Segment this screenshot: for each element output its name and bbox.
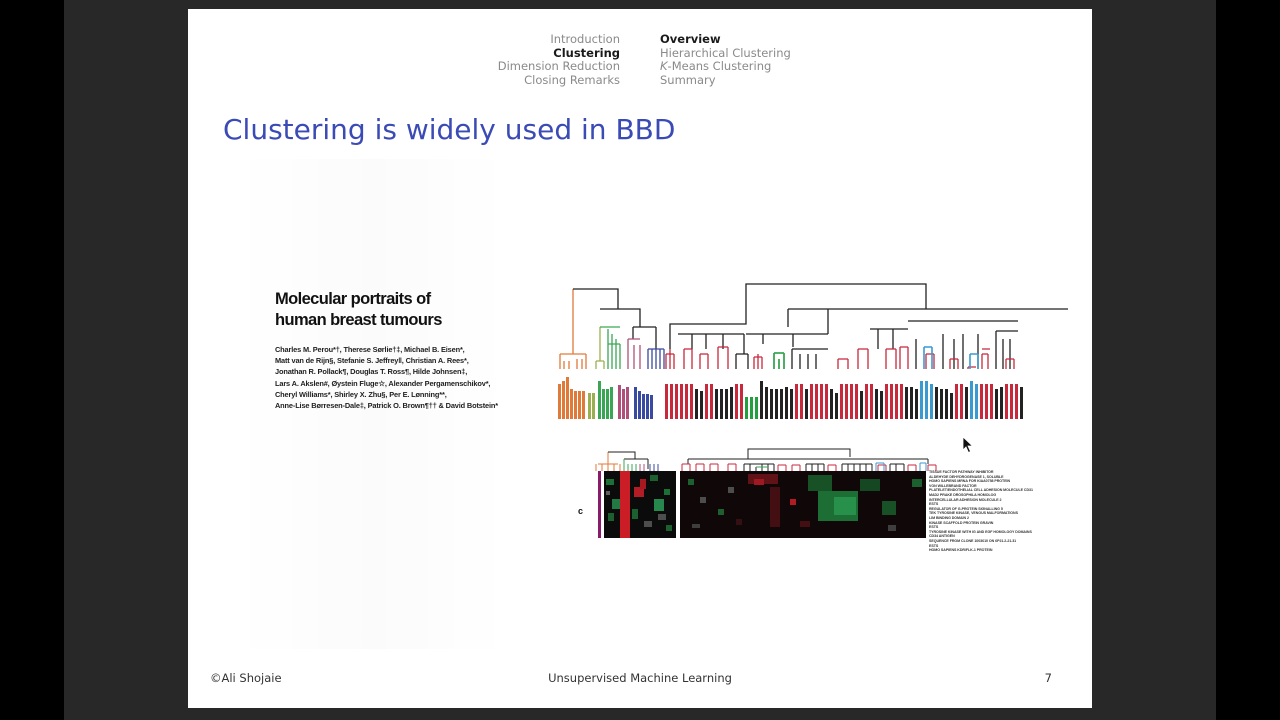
- gene-label: MAD2 PRAKE DROSOPHILA HOMOLOG: [929, 492, 997, 497]
- section-nav: Introduction Clustering Dimension Reduct…: [497, 32, 620, 87]
- heatmap-dendrogram: [595, 448, 937, 471]
- gene-label: CD34 ANTIGEN: [929, 534, 955, 539]
- gene-label: KINASE SCAFFOLD PROTEIN GRAVIN: [929, 520, 994, 525]
- author-line: Cheryl Williams*, Shirley X. Zhu§, Per E…: [275, 389, 447, 399]
- nav-section-clustering[interactable]: Clustering: [553, 45, 620, 60]
- gene-label: ALDEHYDE DEHYDROGENASE 1, SOLUBLE: [929, 474, 1004, 479]
- gene-label: ESTS: [929, 525, 939, 530]
- paper-background: [238, 159, 508, 649]
- top-dendrogram: [559, 283, 1068, 369]
- nav-subsection-k-means[interactable]: K-Means Clustering: [660, 59, 791, 74]
- gene-label: LIM BINDING DOMAIN 2: [929, 515, 969, 520]
- author-line: Lars A. Akslen#, Øystein Fluge☆, Alexand…: [275, 378, 491, 388]
- nav-subsection-hierarchical-clustering[interactable]: Hierarchical Clustering: [660, 45, 791, 60]
- nav-section-introduction[interactable]: Introduction: [550, 32, 620, 46]
- mouse-cursor-icon: [962, 436, 974, 454]
- slide: Introduction Clustering Dimension Reduct…: [188, 9, 1092, 708]
- gene-labels: TISSUE FACTOR PATHWAY INHIBITOR ALDEHYDE…: [929, 470, 1049, 553]
- gene-label: VON WILLEBRAND FACTOR: [929, 483, 977, 488]
- heatmap: [598, 471, 926, 538]
- slide-title: Clustering is widely used in BBD: [223, 113, 676, 146]
- nav-section-dimension-reduction[interactable]: Dimension Reduction: [497, 59, 620, 73]
- sample-labels: [558, 377, 1023, 419]
- gene-label: INTERCELLULAR ADHESION MOLECULE 2: [929, 497, 1002, 502]
- paper-excerpt: Molecular portraits of human breast tumo…: [238, 159, 1038, 649]
- footer-page-number: 7: [1044, 671, 1052, 685]
- dendrogram-heatmap-figure: [558, 283, 1068, 538]
- subsection-nav: Overview Hierarchical Clustering K-Means…: [660, 32, 791, 87]
- figure-panel-label: c: [578, 506, 584, 516]
- gene-label: SEQUENCE FROM CLONE 1003610 ON 6P21.2-21…: [929, 538, 1017, 543]
- gene-label: TEK TYROSINE KINASE, VENOUS MALFORMATION…: [929, 511, 1018, 516]
- nav-subsection-summary[interactable]: Summary: [660, 72, 716, 87]
- gene-label: ESTS: [929, 502, 939, 507]
- k-means-label: -Means Clustering: [667, 59, 772, 73]
- author-line: Matt van de Rijn§, Stefanie S. Jeffrey‖,…: [275, 356, 469, 366]
- nav-subsection-overview[interactable]: Overview: [660, 32, 721, 46]
- cluster-bar: [598, 471, 601, 538]
- gene-label: REGULATOR OF G-PROTEIN SIGNALLING 5: [929, 506, 1003, 511]
- gene-label: HOMO SAPIENS MRNA FOR KIAA0758 PROTEIN: [929, 479, 1011, 484]
- paper-title-line2: human breast tumours: [275, 311, 442, 329]
- author-line: Charles M. Perou*†, Therese Sørlie†‡, Mi…: [275, 345, 465, 354]
- gene-label: TYROSINE KINASE WITH IG AND EGF HOMOLOGY…: [929, 529, 1032, 534]
- gene-label: PLATELET/ENDOTHELIAL CELL ADHESION MOLEC…: [929, 488, 1033, 493]
- gene-label: HOMO SAPIENS KDR/FLK-1 PROTEIN: [929, 548, 993, 553]
- gene-label: TISSUE FACTOR PATHWAY INHIBITOR: [929, 470, 994, 474]
- author-line: Jonathan R. Pollack¶, Douglas T. Ross¶, …: [275, 367, 468, 377]
- author-line: Anne-Lise Børresen-Dale‡, Patrick O. Bro…: [275, 401, 499, 411]
- paper-authors: Charles M. Perou*†, Therese Sørlie†‡, Mi…: [275, 344, 555, 411]
- footer-course-title: Unsupervised Machine Learning: [548, 671, 732, 685]
- paper-title: Molecular portraits of human breast tumo…: [275, 289, 442, 331]
- paper-title-line1: Molecular portraits of: [275, 290, 431, 308]
- nav-section-closing-remarks[interactable]: Closing Remarks: [524, 72, 620, 87]
- k-symbol: K: [660, 59, 668, 73]
- footer-author: ©Ali Shojaie: [210, 671, 282, 685]
- gene-label: ESTS: [929, 543, 939, 548]
